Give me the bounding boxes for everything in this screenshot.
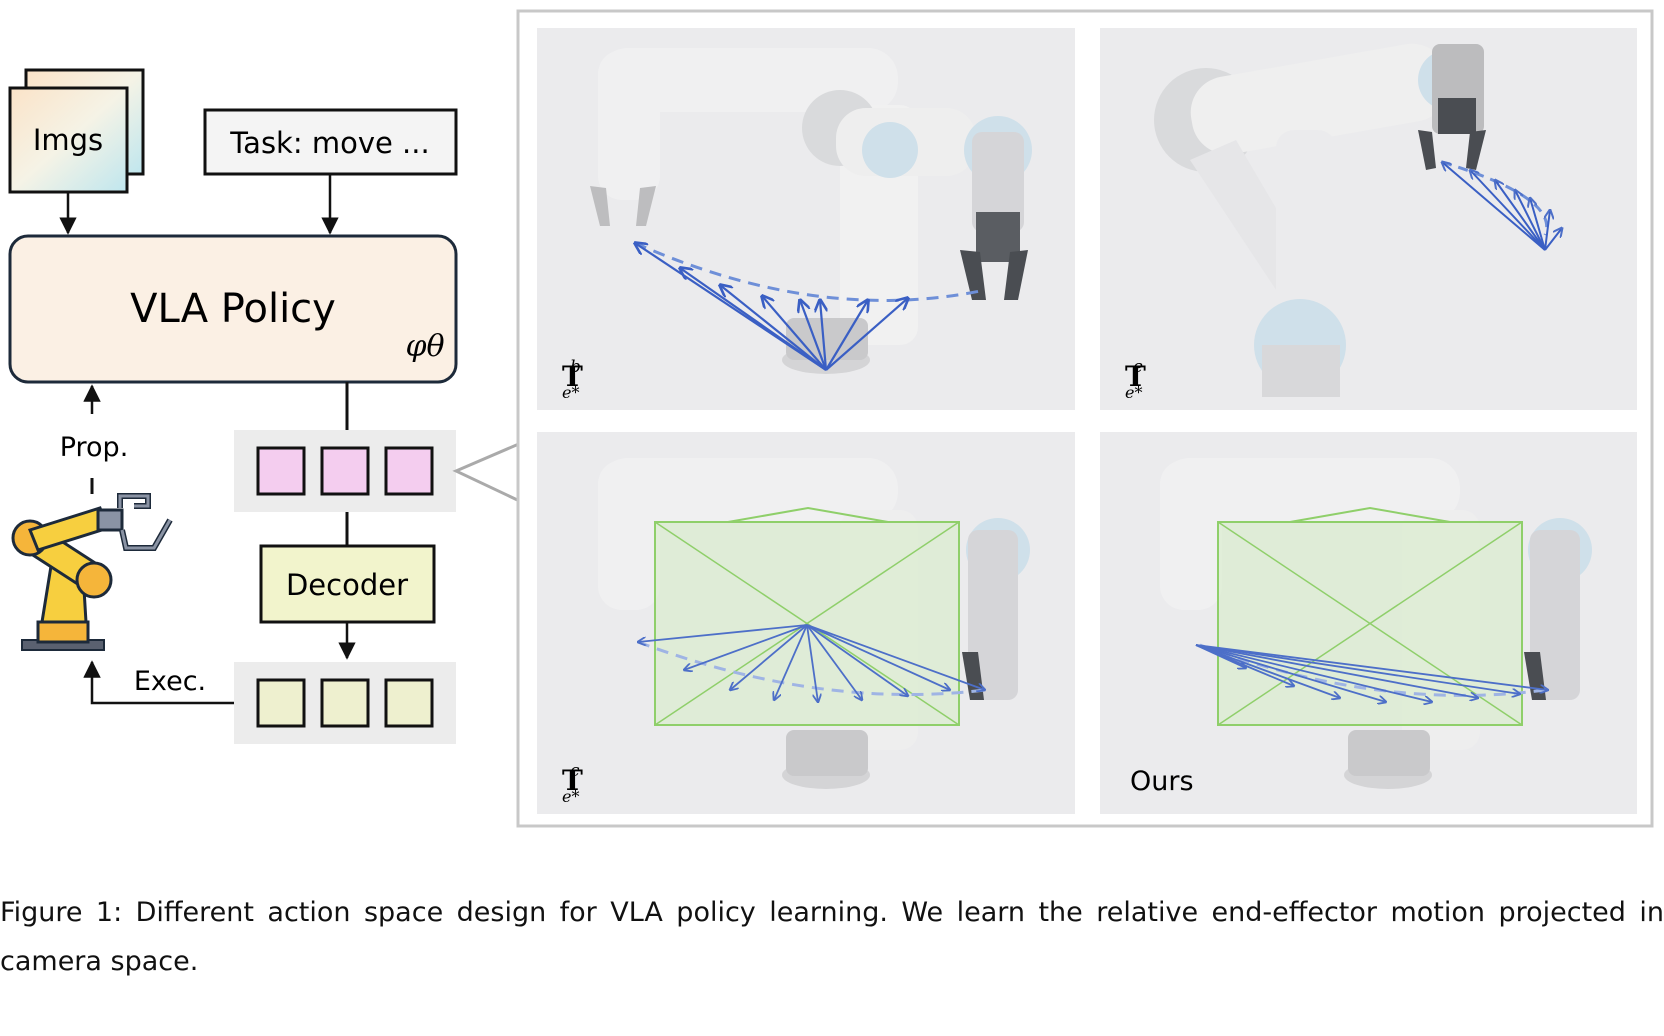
panel-ee-frame: T e e* — [1100, 28, 1637, 410]
robot-arm-render — [1154, 43, 1486, 397]
camera-frustum — [1217, 506, 1523, 726]
robot-arm-render — [590, 90, 1032, 374]
camera-frustum — [654, 506, 960, 726]
pipeline-diagram: Imgs Task: move ... VLA Policy φθ — [8, 68, 530, 744]
robot-ghost — [598, 458, 898, 610]
decoder-label: Decoder — [286, 568, 408, 602]
caption-line-1: Figure 1: Different action space design … — [0, 897, 1664, 928]
policy-parameter: φθ — [405, 329, 444, 364]
ours-label: Ours — [1130, 766, 1194, 797]
action-vectors — [1442, 162, 1562, 251]
trajectory-dashed — [1441, 160, 1549, 236]
action-tokens — [234, 430, 456, 512]
panel-label-sup: c — [570, 761, 580, 781]
trajectory-dashed — [634, 241, 986, 302]
decoded-action — [320, 678, 370, 728]
action-vectors — [638, 624, 985, 702]
policy-label: VLA Policy — [130, 286, 336, 332]
panel-base-frame: T b e* — [537, 28, 1075, 410]
figure-canvas: Imgs Task: move ... VLA Policy φθ — [8, 9, 1654, 828]
panel-label-sub: e* — [1125, 383, 1142, 402]
caption-line-2: camera space. — [0, 946, 199, 977]
robot-arm-icon — [11, 493, 173, 651]
panel-label-sub: e* — [562, 787, 579, 806]
action-token — [384, 446, 434, 496]
action-vectors — [635, 243, 908, 371]
exec-arrow — [83, 660, 234, 705]
decoder-block: Decoder — [259, 544, 436, 624]
task-input: Task: move ... — [203, 108, 458, 176]
decoded-action — [384, 678, 434, 728]
decoded-actions — [234, 662, 456, 744]
panel-label-sub: e* — [562, 383, 579, 402]
task-label: Task: move ... — [229, 126, 429, 160]
panel-label: T — [562, 764, 583, 797]
panel-ours: Ours — [1100, 432, 1637, 814]
action-vectors — [1195, 644, 1548, 702]
panel-label-sup: b — [570, 357, 581, 377]
vla-policy-block: VLA Policy φθ — [8, 234, 458, 384]
prop-label: Prop. — [60, 432, 129, 463]
imgs-label: Imgs — [33, 123, 103, 157]
panel-label: T — [562, 360, 583, 393]
action-token — [320, 446, 370, 496]
figure-caption: Figure 1: Different action space design … — [0, 888, 1664, 986]
robot-ghost — [1160, 458, 1460, 610]
decoded-action — [256, 678, 306, 728]
action-token — [256, 446, 306, 496]
panel-label-sup: e — [1133, 357, 1143, 377]
exec-label: Exec. — [134, 666, 206, 697]
panel-label: T — [1125, 360, 1146, 393]
panel-camera-frame: T c e* — [537, 432, 1075, 814]
images-input: Imgs — [8, 68, 145, 194]
